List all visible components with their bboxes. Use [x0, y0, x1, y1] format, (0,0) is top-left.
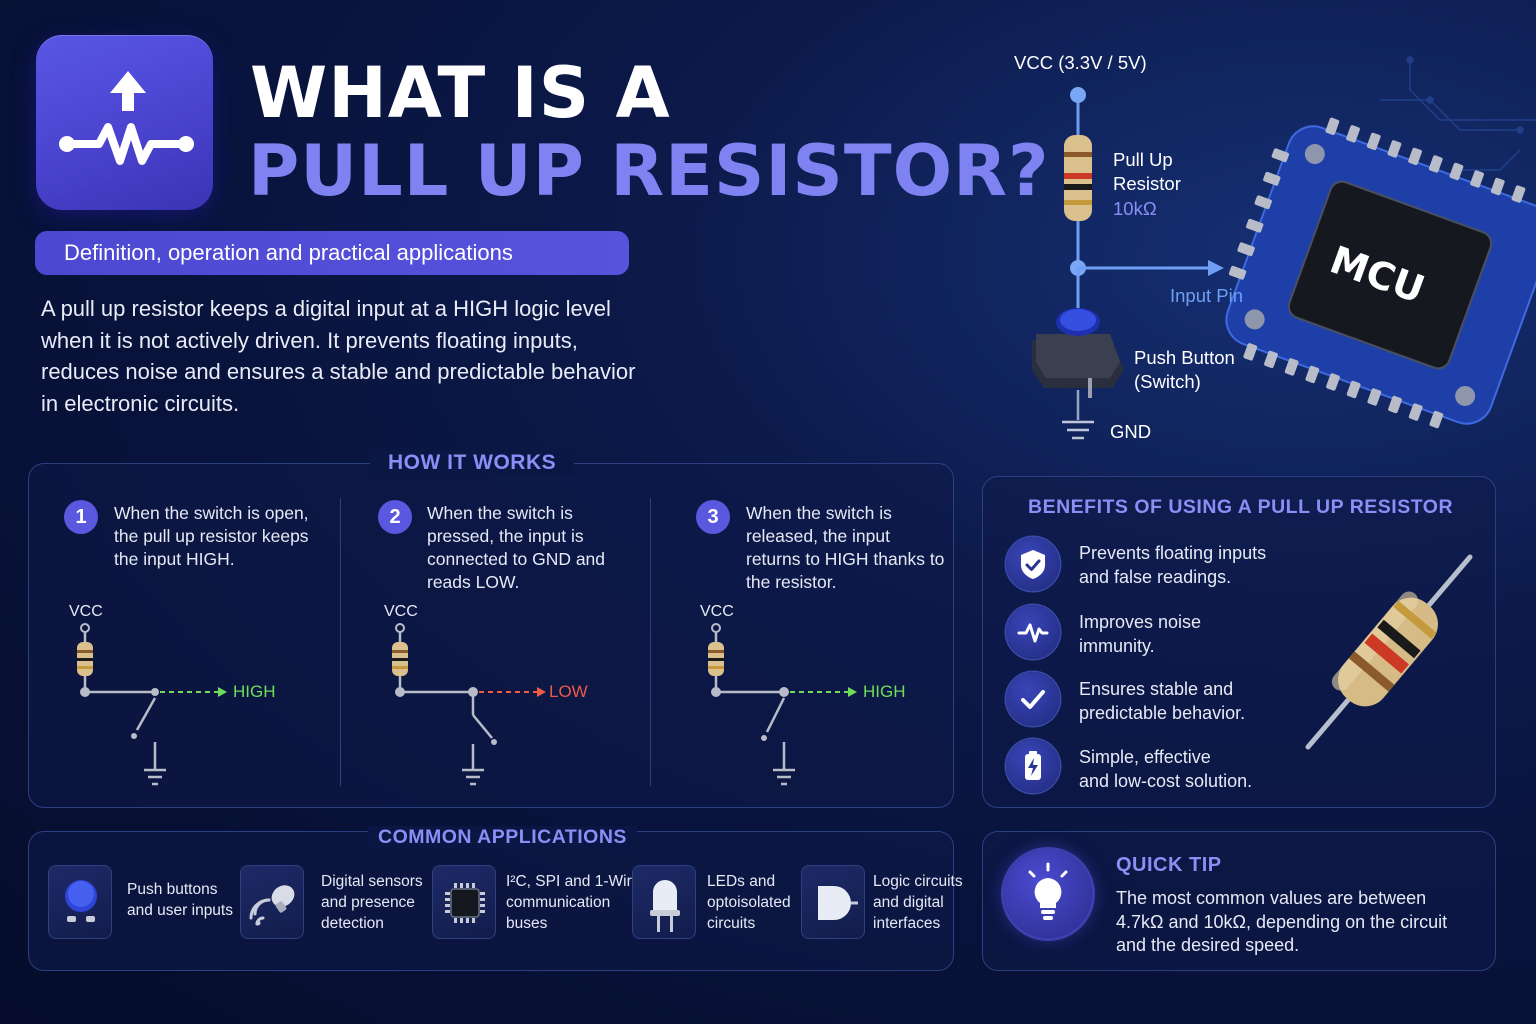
led-icon [632, 865, 696, 939]
resistor-label-line2: Resistor [1113, 173, 1181, 194]
step-text-1: When the switch is open, the pull up res… [114, 503, 309, 569]
battery-bolt-icon [1006, 739, 1060, 793]
logic-gate-icon [801, 865, 865, 939]
quick-tip-title: QUICK TIP [1116, 854, 1222, 876]
input-pin-label: Input Pin [1170, 285, 1244, 306]
lightbulb-icon [1004, 850, 1092, 938]
push-button-label-line1: Push Button [1134, 347, 1235, 368]
pull-up-circuit-diagram: MCU [1032, 56, 1536, 440]
step-2-state-label: LOW [549, 682, 588, 701]
intro-paragraph: A pull up resistor keeps a digital input… [41, 296, 636, 416]
push-button-label-line2: (Switch) [1134, 371, 1201, 392]
page-title-line1: WHAT IS A [250, 52, 671, 134]
chip-icon [432, 865, 496, 939]
step-number-2: 2 [378, 500, 412, 534]
step-3-vcc-label: VCC [700, 603, 734, 620]
step-divider [340, 498, 341, 786]
mcu-chip-icon [1225, 117, 1536, 429]
push-button-icon [48, 865, 112, 939]
resistor-illustration-icon [1305, 554, 1473, 750]
resistor-label-line1: Pull Up [1113, 149, 1173, 170]
shield-check-icon [1006, 537, 1060, 591]
checkmark-icon [1006, 672, 1060, 726]
sensor-icon [240, 865, 304, 939]
step-3-circuit [708, 623, 857, 786]
pcb-traces-icon [1380, 56, 1536, 171]
resistor-icon [1064, 135, 1092, 221]
applications-title: COMMON APPLICATIONS [368, 826, 637, 849]
step-1-circuit [77, 623, 227, 786]
pull-up-resistor-icon [59, 71, 194, 165]
vcc-label: VCC (3.3V / 5V) [1014, 52, 1147, 73]
step-1-vcc-label: VCC [69, 603, 103, 620]
resistor-value: 10kΩ [1113, 198, 1157, 219]
step-number-1: 1 [64, 500, 98, 534]
step-3-state-label: HIGH [863, 682, 906, 701]
subtitle-badge: Definition, operation and practical appl… [35, 231, 629, 275]
step-text-2: When the switch is pressed, the input is… [427, 503, 606, 592]
app-logo [36, 35, 213, 210]
step-text-3: When the switch is released, the input r… [746, 503, 945, 592]
step-divider [650, 498, 651, 786]
how-it-works-panel [28, 463, 954, 808]
how-it-works-title: HOW IT WORKS [370, 451, 575, 475]
step-1-state-label: HIGH [233, 682, 276, 701]
waveform-icon [1006, 605, 1060, 659]
push-button-switch-icon [1032, 308, 1124, 398]
gnd-label: GND [1110, 421, 1152, 442]
page-title-line2: PULL UP RESISTOR? [248, 130, 1050, 212]
benefits-title: BENEFITS OF USING A PULL UP RESISTOR [1028, 496, 1454, 518]
step-number-3: 3 [696, 500, 730, 534]
step-2-circuit [392, 623, 546, 786]
step-2-vcc-label: VCC [384, 603, 418, 620]
